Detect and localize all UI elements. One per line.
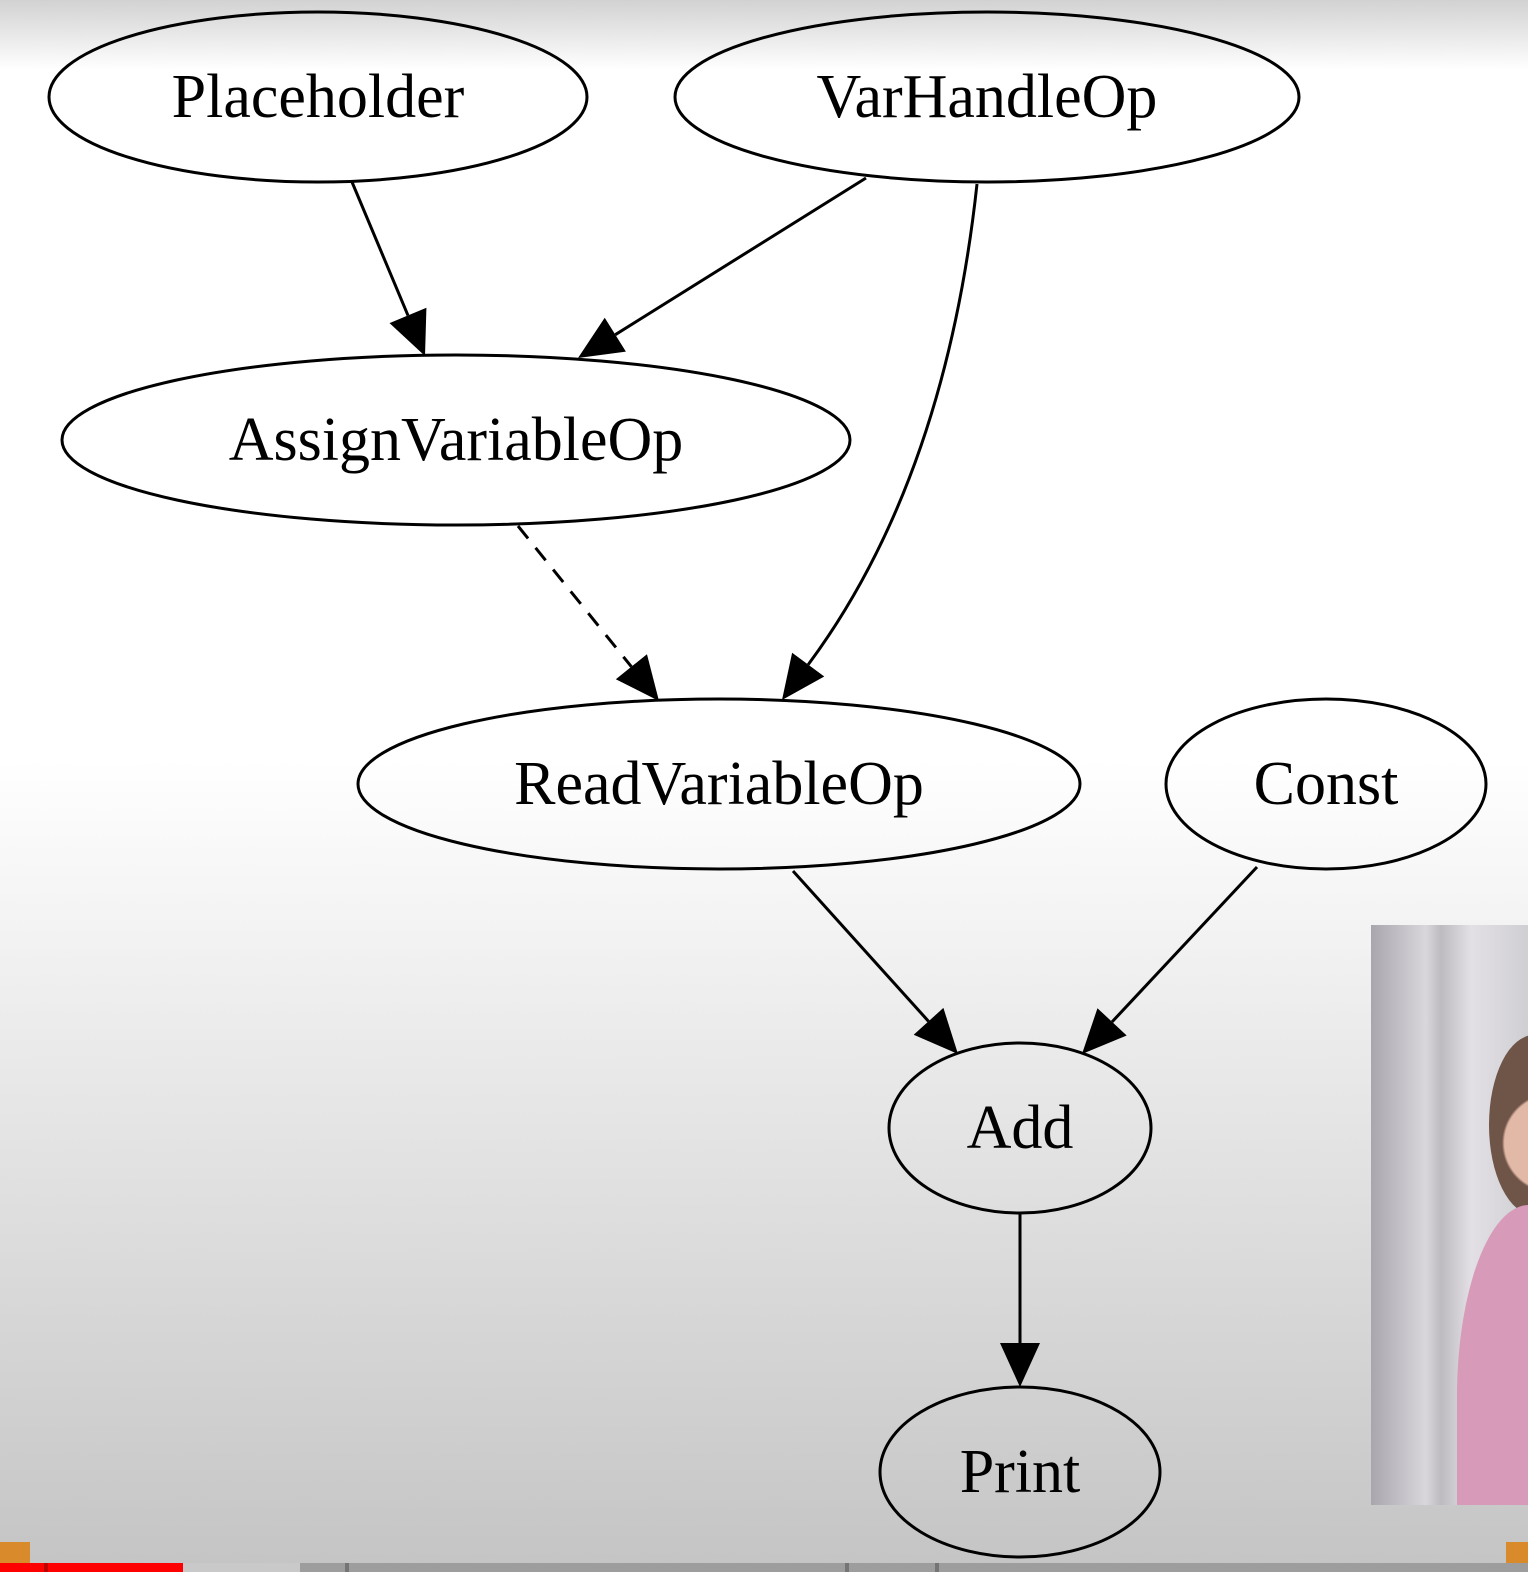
- arrowhead-add-to-print: [1000, 1343, 1040, 1387]
- node-const: Const: [1164, 697, 1488, 871]
- presenter-head: [1489, 1035, 1528, 1215]
- node-add: Add: [887, 1041, 1153, 1215]
- node-print-ellipse: [878, 1385, 1162, 1559]
- arrowhead-varhandleop-to-assignvariableop: [578, 317, 626, 358]
- arrowhead-assignvariableop-to-readvariableop: [615, 654, 659, 701]
- chapter-divider: [845, 1563, 849, 1572]
- node-assignvariableop: AssignVariableOp: [60, 353, 852, 527]
- arrowhead-const-to-add: [1082, 1008, 1127, 1054]
- presenter-shirt: [1457, 1205, 1528, 1505]
- node-print: Print: [878, 1385, 1162, 1559]
- chapter-divider: [44, 1563, 48, 1572]
- node-add-label: Add: [967, 1094, 1074, 1162]
- node-const-label: Const: [1254, 750, 1399, 818]
- chapter-divider: [345, 1563, 349, 1572]
- edge-const-to-add: [1110, 865, 1259, 1023]
- edge-readvariableop-to-add: [791, 869, 930, 1023]
- node-placeholder-label: Placeholder: [172, 63, 465, 131]
- node-placeholder: Placeholder: [47, 10, 589, 184]
- edge-varhandleop-to-assignvariableop: [614, 176, 867, 336]
- chapter-divider: [935, 1563, 939, 1572]
- node-varhandleop-ellipse: [673, 10, 1301, 184]
- arrowhead-readvariableop-to-add: [913, 1007, 958, 1054]
- edge-varhandleop-to-readvariableop: [806, 183, 979, 666]
- node-placeholder-ellipse: [47, 10, 589, 184]
- arrowhead-varhandleop-to-readvariableop: [782, 652, 825, 700]
- video-progress-bar[interactable]: [0, 1563, 1528, 1572]
- edge-assignvariableop-to-readvariableop: [516, 525, 633, 668]
- node-const-ellipse: [1164, 697, 1488, 871]
- edge-placeholder-to-assignvariableop: [350, 181, 410, 317]
- node-varhandleop: VarHandleOp: [673, 10, 1301, 184]
- node-readvariableop-label: ReadVariableOp: [514, 750, 924, 818]
- video-played-bar: [0, 1563, 184, 1572]
- node-readvariableop: ReadVariableOp: [356, 697, 1082, 871]
- node-print-label: Print: [960, 1438, 1081, 1506]
- node-assignvariableop-label: AssignVariableOp: [229, 406, 684, 474]
- presenter-webcam-overlay: [1371, 925, 1528, 1505]
- node-assignvariableop-ellipse: [60, 353, 852, 527]
- node-readvariableop-ellipse: [356, 697, 1082, 871]
- node-varhandleop-label: VarHandleOp: [817, 63, 1158, 131]
- arrowhead-placeholder-to-assignvariableop: [389, 307, 427, 356]
- node-add-ellipse: [887, 1041, 1153, 1215]
